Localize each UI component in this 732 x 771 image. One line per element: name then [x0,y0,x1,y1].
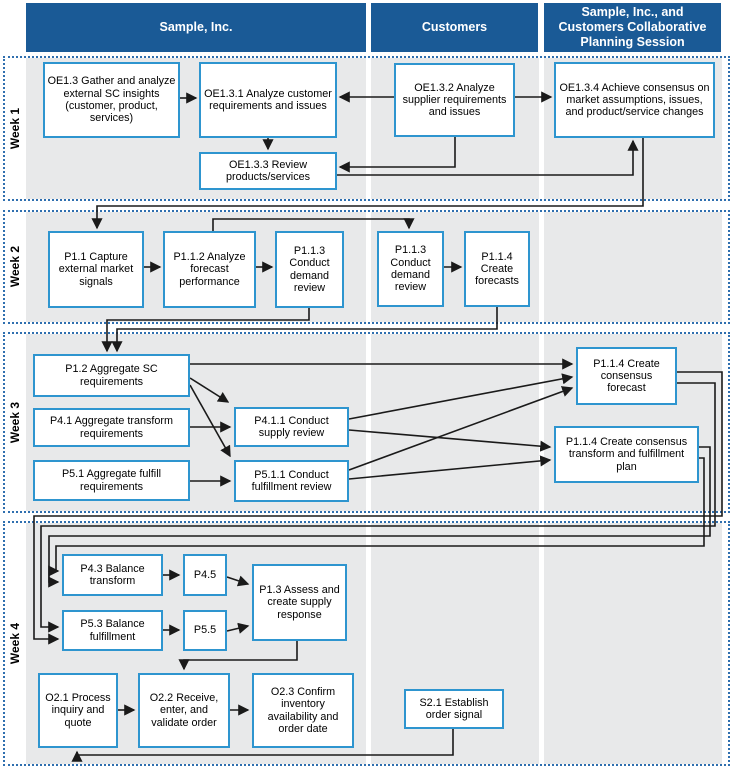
lane-header-customers: Customers [371,3,538,52]
week-1-label: Week 1 [8,107,22,150]
node-p4-1-1: P4.1.1 Conduct supply review [234,407,349,447]
node-oe1-3-2: OE1.3.2 Analyze supplier requirements an… [394,63,515,137]
node-p1-1: P1.1 Capture external market signals [48,231,144,308]
node-p5-3: P5.3 Balance fulfillment [62,610,163,651]
node-p4-1: P4.1 Aggregate transform requirements [33,408,190,447]
lane-bg-collab [544,523,722,764]
lane-bg-collab [544,212,722,322]
node-consensus-forecast: P1.1.4 Create consensus forecast [576,347,677,405]
week-4-label: Week 4 [8,622,22,665]
node-p5-5: P5.5 [183,610,227,651]
week-1-label-wrap: Week 1 [5,58,25,199]
node-p5-1: P5.1 Aggregate fulfill requirements [33,460,190,501]
week-2-label-wrap: Week 2 [5,212,25,322]
node-oe1-3: OE1.3 Gather and analyze external SC ins… [43,62,180,138]
node-oe1-3-3: OE1.3.3 Review products/services [199,152,337,190]
node-o2-1: O2.1 Process inquiry and quote [38,673,118,748]
lane-header-sample-inc: Sample, Inc. [26,3,366,52]
week-3-label-wrap: Week 3 [5,334,25,511]
node-oe1-3-1: OE1.3.1 Analyze customer requirements an… [199,62,337,138]
week-2-label: Week 2 [8,246,22,288]
node-p5-1-1: P5.1.1 Conduct fulfillment review [234,460,349,502]
node-o2-3: O2.3 Confirm inventory availability and … [252,673,354,748]
node-p1-2: P1.2 Aggregate SC requirements [33,354,190,397]
node-s2-1: S2.1 Establish order signal [404,689,504,729]
node-p1-1-3-customers: P1.1.3 Conduct demand review [377,231,444,307]
node-p1-1-2: P1.1.2 Analyze forecast performance [163,231,256,308]
week-3-label: Week 3 [8,401,22,444]
node-p4-5: P4.5 [183,554,227,596]
node-p4-3: P4.3 Balance transform [62,554,163,596]
node-p1-3: P1.3 Assess and create supply response [252,564,347,641]
node-oe1-3-4: OE1.3.4 Achieve consensus on market assu… [554,62,715,138]
node-o2-2: O2.2 Receive, enter, and validate order [138,673,230,748]
node-p1-1-3-sample: P1.1.3 Conduct demand review [275,231,344,308]
lane-header-collaborative-session: Sample, Inc., and Customers Collaborativ… [544,3,721,52]
lane-bg-customers [371,334,539,511]
node-p1-1-4-customers: P1.1.4 Create forecasts [464,231,530,307]
week-4-label-wrap: Week 4 [5,523,25,764]
node-consensus-transform-plan: P1.1.4 Create consensus transform and fu… [554,426,699,483]
